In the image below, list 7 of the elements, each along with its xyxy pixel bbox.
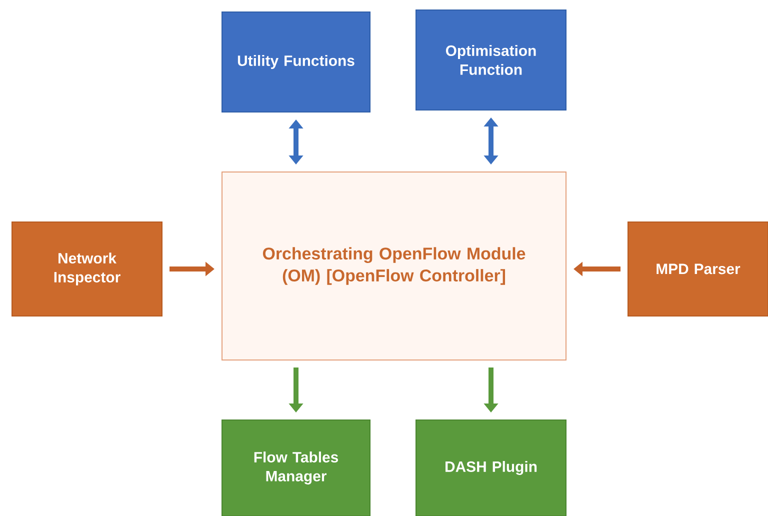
output-box: DASH Plugin [416,420,566,516]
module-box: Orchestrating OpenFlow Module (OM) [OpenFlow Controller] [222,172,566,360]
output-box: Flow Tables Manager [222,420,370,516]
input-box: MPD Parser [628,222,768,316]
function-box: Utility Functions [222,12,370,112]
input-box: Network Inspector [12,222,162,316]
function-box: Optimisation Function [416,10,566,110]
